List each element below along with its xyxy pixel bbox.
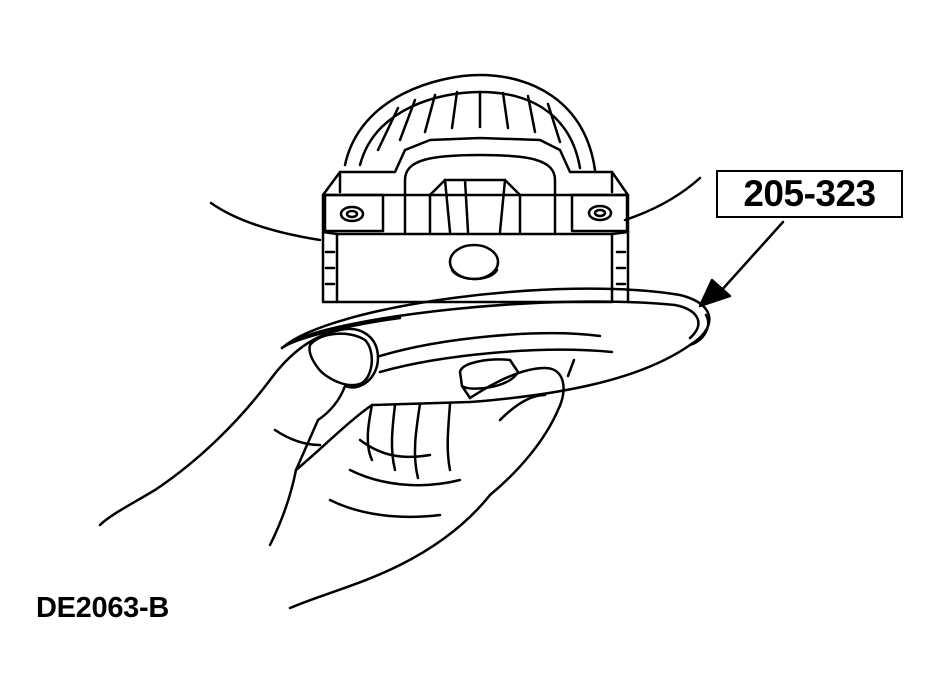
housing-edge-left [209,201,322,242]
tool-number-callout: 205-323 [716,170,903,218]
disc-hub-icon [458,358,520,390]
hex-nut-icon [428,178,522,234]
tool-number-label: 205-323 [743,173,876,214]
clamp-bracket [321,230,630,304]
housing-edge-right [623,176,702,222]
tool-disc [280,287,711,407]
callout-leader-line [718,220,785,294]
bolt-left-icon [339,205,365,223]
thumbnail-icon [308,332,373,387]
figure-id-label: DE2063-B [36,592,169,624]
finned-hub [343,73,597,172]
bearing-cap [321,136,630,234]
bolt-right-icon [587,204,613,222]
hand [98,327,565,610]
callout-arrowhead-icon [698,278,732,308]
